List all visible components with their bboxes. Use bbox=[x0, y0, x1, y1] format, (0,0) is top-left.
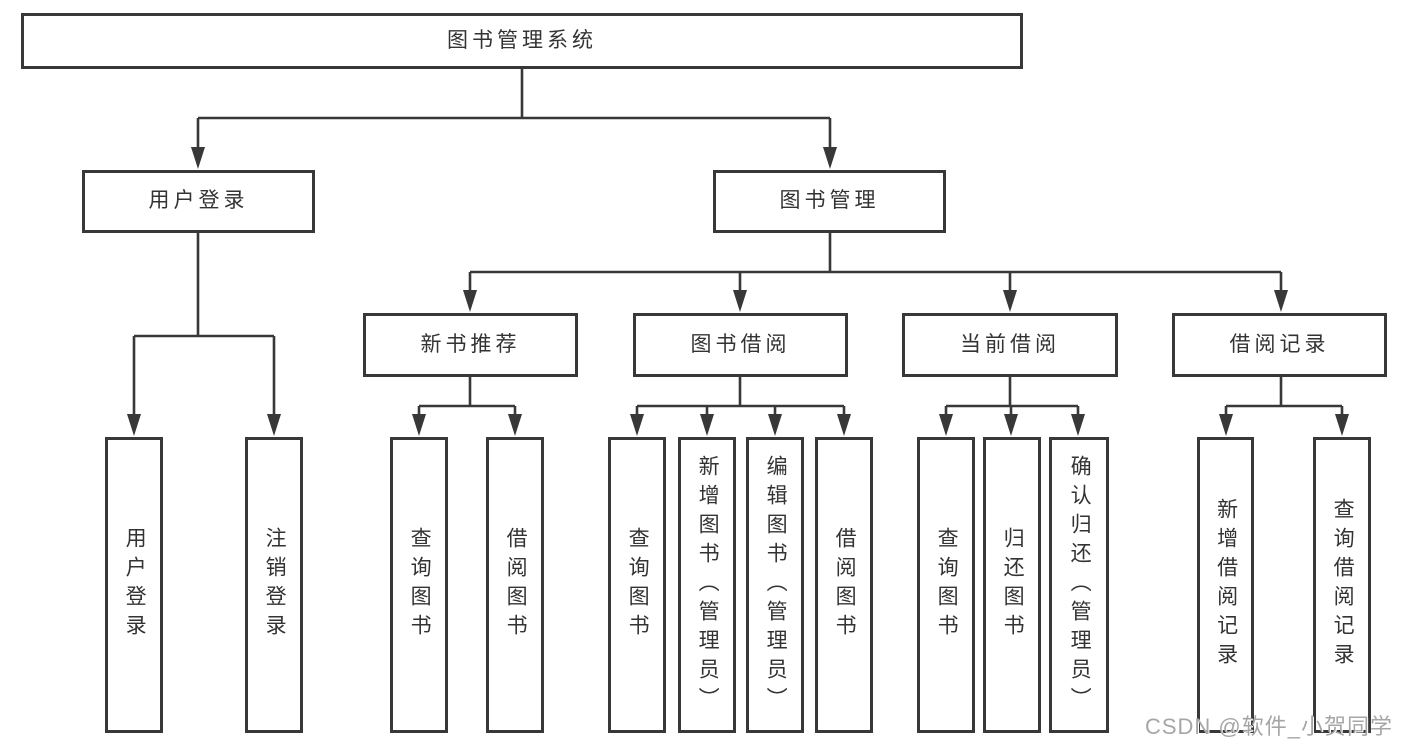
leaf-query-books-recommend: 查询图书 bbox=[390, 437, 448, 733]
leaf-user-login: 用户登录 bbox=[105, 437, 163, 733]
node-book-management-branch: 图书管理 bbox=[713, 170, 946, 233]
node-library-management-system: 图书管理系统 bbox=[21, 13, 1023, 69]
node-book-borrow: 图书借阅 bbox=[633, 313, 848, 377]
node-borrow-records: 借阅记录 bbox=[1172, 313, 1387, 377]
leaf-query-books-borrow: 查询图书 bbox=[608, 437, 666, 733]
leaf-return-books: 归还图书 bbox=[983, 437, 1041, 733]
node-user-login-branch: 用户登录 bbox=[82, 170, 315, 233]
leaf-query-books-current: 查询图书 bbox=[917, 437, 975, 733]
leaf-edit-book-admin: 编辑图书（管理员） bbox=[746, 437, 804, 733]
leaf-borrow-books-recommend: 借阅图书 bbox=[486, 437, 544, 733]
watermark: CSDN @软件_小贺同学 bbox=[1144, 714, 1393, 739]
leaf-logout: 注销登录 bbox=[245, 437, 303, 733]
leaf-add-borrow-record: 新增借阅记录 bbox=[1197, 437, 1254, 733]
node-new-book-recommend: 新书推荐 bbox=[363, 313, 578, 377]
leaf-add-book-admin: 新增图书（管理员） bbox=[678, 437, 736, 733]
leaf-query-borrow-record: 查询借阅记录 bbox=[1313, 437, 1371, 733]
leaf-borrow-books: 借阅图书 bbox=[815, 437, 873, 733]
leaf-confirm-return-admin: 确认归还（管理员） bbox=[1049, 437, 1109, 733]
arrowhead-icons bbox=[127, 147, 1349, 436]
node-current-borrow: 当前借阅 bbox=[902, 313, 1118, 377]
